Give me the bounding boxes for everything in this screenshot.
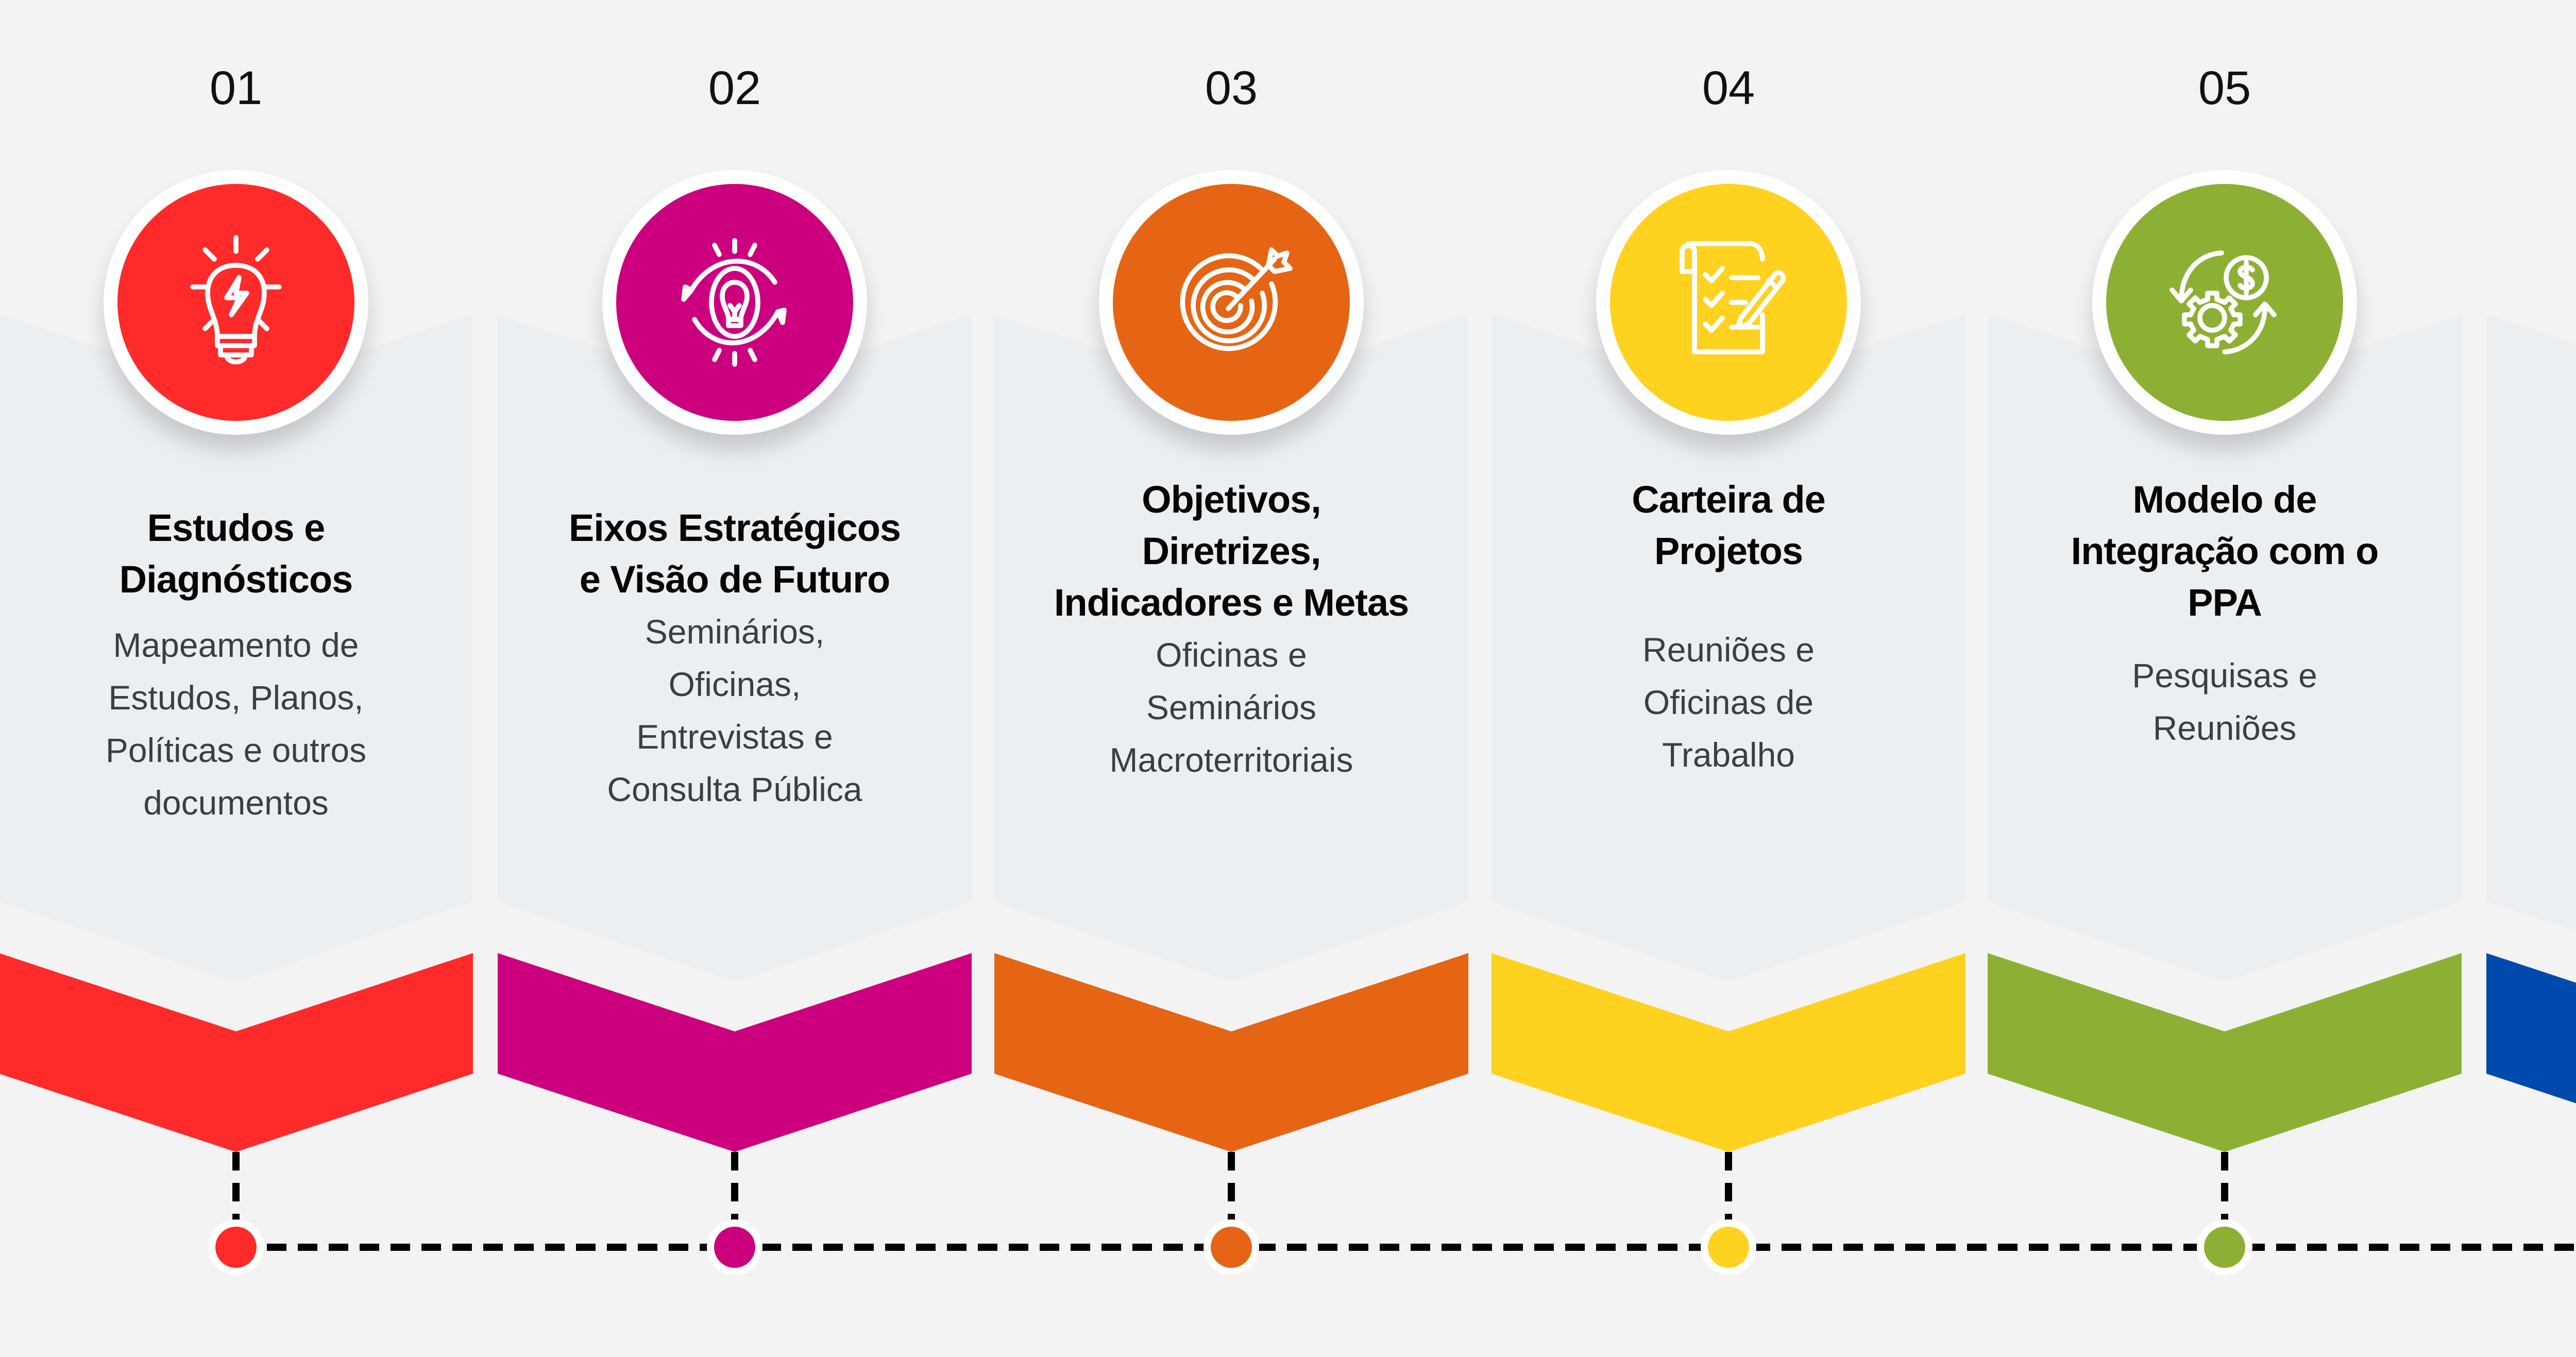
eye-lightbulb-vision-icon xyxy=(681,238,787,367)
icon-badge xyxy=(2092,170,2357,435)
title-line: PPA xyxy=(2188,581,2262,624)
step-chevrons xyxy=(0,953,2576,1152)
title-line: Objetivos, xyxy=(1142,478,1321,521)
title-line: Projetos xyxy=(1654,530,1803,572)
step-text: Eixos Estratégicos e Visão de Futuro Sem… xyxy=(539,502,930,816)
description-line: Seminários xyxy=(1146,688,1317,726)
description-line: Seminários, xyxy=(645,613,825,651)
checklist-pencil-icon xyxy=(1680,241,1786,354)
target-arrow-icon xyxy=(1180,247,1293,351)
icon-circle xyxy=(616,184,853,421)
step-panel xyxy=(1492,313,1965,982)
timeline-dot xyxy=(215,1227,257,1268)
description-line: Oficinas de xyxy=(1643,683,1814,721)
step-description: Mapeamento de Estudos, Planos, Políticas… xyxy=(40,619,432,829)
icon-badge xyxy=(1596,170,1861,435)
step-number: 01 xyxy=(209,62,263,114)
step-chevron xyxy=(994,953,1468,1152)
step-chevron xyxy=(2486,953,2576,1104)
step-description: Reuniões e Apresentações xyxy=(2528,623,2576,728)
icon-circle xyxy=(1113,184,1350,421)
step-text: Estudos e Diagnósticos Mapeamento de Est… xyxy=(40,502,432,829)
timeline-dot xyxy=(2204,1227,2245,1268)
title-line: Diretrizes, xyxy=(1142,530,1321,572)
title-line: Estudos e xyxy=(147,506,326,549)
gear-money-cycle-icon xyxy=(2170,250,2277,354)
step-panel xyxy=(994,313,1468,982)
lightbulb-bolt-icon xyxy=(190,235,282,365)
step-panels xyxy=(0,313,2576,982)
description-line: Reuniões xyxy=(2153,709,2297,747)
timeline-dot xyxy=(1211,1227,1252,1268)
step-chevron xyxy=(498,953,972,1152)
step-chevron xyxy=(0,953,473,1152)
step-chevron xyxy=(1492,953,1965,1152)
icon-circle xyxy=(117,184,354,421)
description-line: documentos xyxy=(143,784,329,822)
timeline-dot xyxy=(1708,1227,1749,1268)
title-line: Governança xyxy=(2528,525,2576,577)
step-number: 03 xyxy=(1205,62,1258,114)
step-title: Modelo de Integração com o PPA xyxy=(2029,474,2420,629)
description-line: Oficinas e xyxy=(1156,636,1307,674)
description-line: Entrevistas e xyxy=(636,718,833,756)
step-description: Reuniões e Oficinas de Trabalho xyxy=(1533,623,1924,781)
step-panel xyxy=(0,313,473,982)
step-text: Modelo de Integração com o PPA Pesquisas… xyxy=(2029,474,2420,754)
title-line: Indicadores e Metas xyxy=(1054,581,1409,624)
description-line: Trabalho xyxy=(1662,736,1795,774)
step-title: Estudos e Diagnósticos xyxy=(40,502,432,605)
step-title: Modelo de Governança xyxy=(2528,474,2576,577)
icon-circle xyxy=(2106,184,2343,421)
title-line: Diagnósticos xyxy=(119,558,353,601)
step-title: Objetivos, Diretrizes, Indicadores e Met… xyxy=(1036,474,1427,629)
step-number: 04 xyxy=(1702,62,1755,114)
description-line: Reuniões e xyxy=(2528,623,2576,676)
description-line: Mapeamento de xyxy=(113,626,359,664)
step-text: Modelo de Governança Reuniões e Apresent… xyxy=(2528,474,2576,728)
description-line: Reuniões e xyxy=(1642,631,1815,669)
description-line: Estudos, Planos, xyxy=(108,678,364,717)
step-description: Seminários, Oficinas, Entrevistas e Cons… xyxy=(539,605,930,816)
description-line: Macroterritoriais xyxy=(1109,741,1353,779)
step-number: 02 xyxy=(708,62,761,114)
step-title: Eixos Estratégicos e Visão de Futuro xyxy=(539,502,930,605)
step-description: Pesquisas e Reuniões xyxy=(2029,649,2420,754)
step-description: Oficinas e Seminários Macroterritoriais xyxy=(1036,629,1427,786)
title-line: e Visão de Futuro xyxy=(579,558,891,601)
title-line: Eixos Estratégicos xyxy=(568,506,901,549)
step-text: Carteira de Projetos Reuniões e Oficinas… xyxy=(1533,474,1924,781)
step-chevron xyxy=(1988,953,2462,1152)
description-line: Políticas e outros xyxy=(105,731,367,769)
step-panel xyxy=(498,313,972,982)
description-line: Apresentações xyxy=(2528,676,2576,728)
icon-circle xyxy=(1610,184,1847,421)
description-line: Oficinas, xyxy=(668,665,801,703)
timeline-dots xyxy=(208,1219,2252,1275)
step-panel xyxy=(2486,314,2576,932)
title-line: Carteira de xyxy=(1632,478,1826,521)
description-line: Pesquisas e xyxy=(2132,656,2317,694)
icon-badge xyxy=(602,170,867,435)
step-text: Objetivos, Diretrizes, Indicadores e Met… xyxy=(1036,474,1427,786)
icon-badge xyxy=(1099,170,1364,435)
title-line: Integração com o xyxy=(2071,530,2379,572)
vertical-connectors xyxy=(232,1152,2228,1222)
step-number: 05 xyxy=(2198,62,2251,114)
icon-badge xyxy=(104,170,368,435)
title-line: Modelo de xyxy=(2132,478,2317,521)
step-panel xyxy=(1988,313,2462,982)
timeline-dot xyxy=(714,1227,755,1268)
title-line: Modelo de xyxy=(2528,474,2576,525)
step-title: Carteira de Projetos xyxy=(1533,474,1924,577)
description-line: Consulta Pública xyxy=(607,770,862,808)
